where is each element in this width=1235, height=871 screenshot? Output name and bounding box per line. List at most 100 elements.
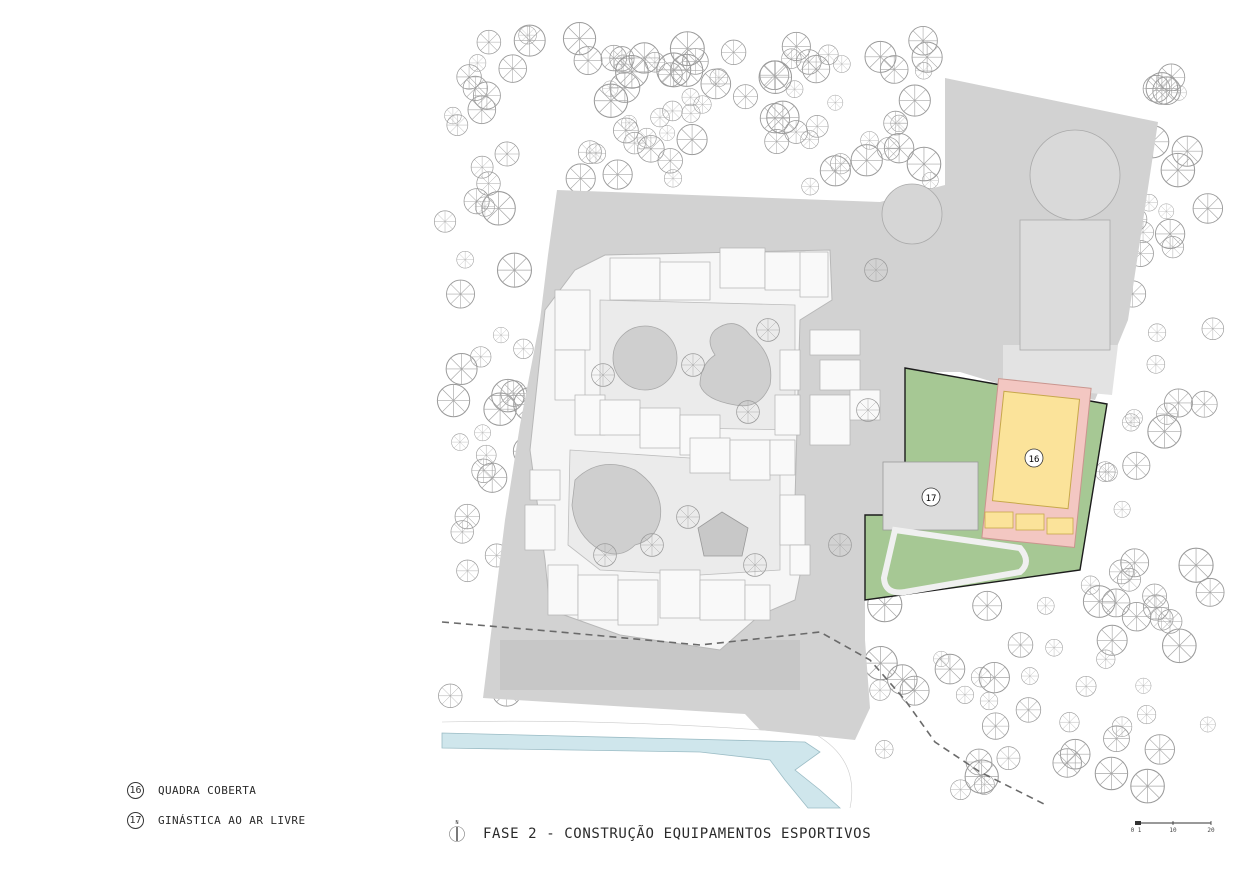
court-annex-2 <box>1015 513 1045 531</box>
marker-16[interactable]: 16 <box>1024 448 1044 468</box>
tree-icon <box>1161 236 1184 259</box>
marker-16-label: 16 <box>1029 455 1040 465</box>
tree-icon <box>657 148 683 174</box>
tree-icon <box>736 400 760 424</box>
tree-icon <box>1007 632 1034 658</box>
roof-block <box>547 564 579 616</box>
tree-icon <box>906 146 942 182</box>
tree-icon <box>650 107 670 128</box>
tree-icon <box>451 433 469 451</box>
tree-icon <box>474 424 491 442</box>
legend-number: 16 <box>127 782 144 799</box>
roof-block <box>577 574 619 621</box>
roof-block <box>769 439 796 476</box>
roof-block <box>809 394 851 446</box>
pond-south <box>571 464 662 555</box>
tree-icon <box>1059 712 1080 733</box>
tree-icon <box>470 346 492 368</box>
roof-block <box>744 584 771 621</box>
tree-icon <box>1094 756 1129 791</box>
tree-icon <box>1158 203 1175 220</box>
tree-icon <box>860 131 879 150</box>
legend-item-17: 17 GINÁSTICA AO AR LIVRE <box>127 812 305 829</box>
tree-icon <box>436 383 471 418</box>
pond-blob <box>699 323 772 407</box>
tree-icon <box>446 114 469 136</box>
tree-icon <box>450 520 474 544</box>
tree-icon <box>1135 677 1152 694</box>
tree-icon <box>513 338 534 359</box>
roof-block <box>689 437 731 474</box>
tree-icon <box>1052 748 1082 778</box>
tree-icon <box>602 80 619 97</box>
roof-block <box>639 407 681 449</box>
tree-icon <box>1163 388 1193 418</box>
tree-icon <box>887 664 918 695</box>
tree-icon <box>720 39 747 65</box>
tree-icon <box>1190 390 1218 418</box>
tree-icon <box>759 103 791 134</box>
roof-block <box>524 504 556 551</box>
tree-icon <box>979 691 999 711</box>
tree-icon <box>468 54 487 72</box>
tree-icon <box>1178 547 1214 583</box>
tree-icon <box>863 646 898 681</box>
tree-icon <box>876 137 901 161</box>
tree-icon <box>972 590 1003 621</box>
tree-icon <box>481 191 516 226</box>
tree-icon <box>496 252 533 288</box>
tree-icon <box>1170 84 1187 101</box>
tree-icon <box>733 84 758 110</box>
tree-icon <box>758 60 793 94</box>
tree-icon <box>476 29 502 55</box>
tree-icon <box>471 458 496 483</box>
plan-title: FASE 2 - CONSTRUÇÃO EQUIPAMENTOS ESPORTI… <box>483 826 872 842</box>
tree-icon <box>1021 667 1039 685</box>
tree-icon <box>1080 575 1100 595</box>
stream <box>441 732 842 809</box>
tree-icon <box>662 100 683 122</box>
scale-tick-0: 0 1 <box>1131 827 1142 834</box>
roof-block <box>599 399 641 436</box>
tree-icon <box>955 685 974 704</box>
tree-icon <box>637 135 665 163</box>
marker-17[interactable]: 17 <box>921 487 941 507</box>
tree-icon <box>1109 559 1134 585</box>
roof-block <box>659 569 701 619</box>
legend-label: GINÁSTICA AO AR LIVRE <box>158 814 306 827</box>
tree-icon <box>474 196 495 217</box>
roof-block <box>819 359 861 391</box>
stream-contour <box>441 720 853 809</box>
tree-icon <box>700 68 732 100</box>
tree-icon <box>669 31 705 67</box>
roof-block <box>699 579 746 621</box>
tree-icon <box>585 143 607 164</box>
roof-block <box>809 329 861 356</box>
tree-icon <box>827 94 844 111</box>
tree-icon <box>850 144 883 177</box>
east-hall <box>1019 219 1111 351</box>
tree-icon <box>950 779 971 801</box>
tree-icon <box>915 62 933 80</box>
tree-icon <box>756 318 780 342</box>
tree-icon <box>785 80 804 98</box>
tree-icon <box>890 114 908 133</box>
tree-icon <box>883 110 908 136</box>
tree-icon <box>1101 588 1131 618</box>
tree-icon <box>1059 738 1091 770</box>
trail <box>441 621 1049 807</box>
tree-icon <box>974 774 995 795</box>
tree-icon <box>1015 697 1042 723</box>
tree-icon <box>640 533 664 557</box>
tree-icon <box>491 378 525 413</box>
tree-icon <box>875 740 894 759</box>
tree-icon <box>628 42 660 74</box>
tree-icon <box>800 130 820 150</box>
tree-icon <box>1103 725 1130 753</box>
tree-icon <box>981 712 1010 740</box>
tree-icon <box>899 675 930 706</box>
tree-icon <box>1161 628 1197 664</box>
roof-block <box>617 579 659 626</box>
tree-icon <box>1160 152 1196 188</box>
tree-icon <box>801 177 819 196</box>
